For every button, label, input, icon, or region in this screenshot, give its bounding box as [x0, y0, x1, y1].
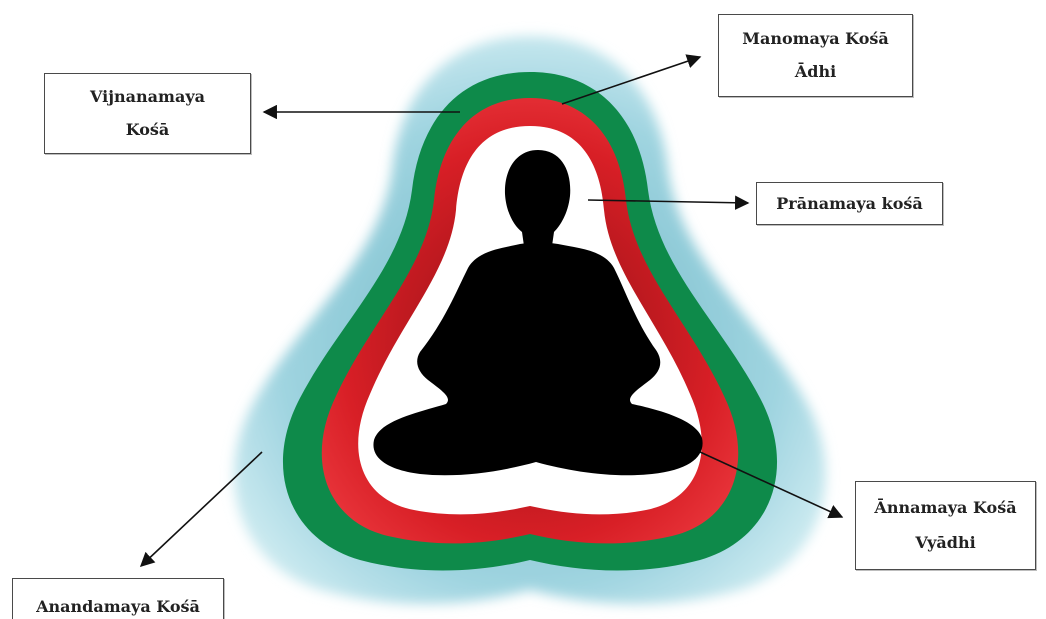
label-manomaya-line2: Ādhi	[795, 62, 836, 82]
label-annamaya-line1: Ānnamaya Kośā	[874, 498, 1016, 518]
label-manomaya-line1: Manomaya Kośā	[742, 29, 889, 49]
label-pranamaya-kosa: Prānamaya kośā	[756, 182, 943, 225]
label-annamaya-kosa: Ānnamaya Kośā Vyādhi	[855, 481, 1036, 570]
label-pranamaya-line1: Prānamaya kośā	[776, 194, 923, 214]
label-vijnanamaya-kosa: Vijnanamaya Kośā	[44, 73, 251, 154]
label-anandamaya-kosa: Anandamaya Kośā	[12, 578, 224, 619]
label-vijnanamaya-line2: Kośā	[126, 120, 170, 140]
label-anandamaya-line1: Anandamaya Kośā	[36, 597, 200, 617]
label-manomaya-kosa: Manomaya Kośā Ādhi	[718, 14, 913, 97]
label-vijnanamaya-line1: Vijnanamaya	[90, 87, 205, 107]
label-annamaya-line2: Vyādhi	[915, 533, 975, 553]
